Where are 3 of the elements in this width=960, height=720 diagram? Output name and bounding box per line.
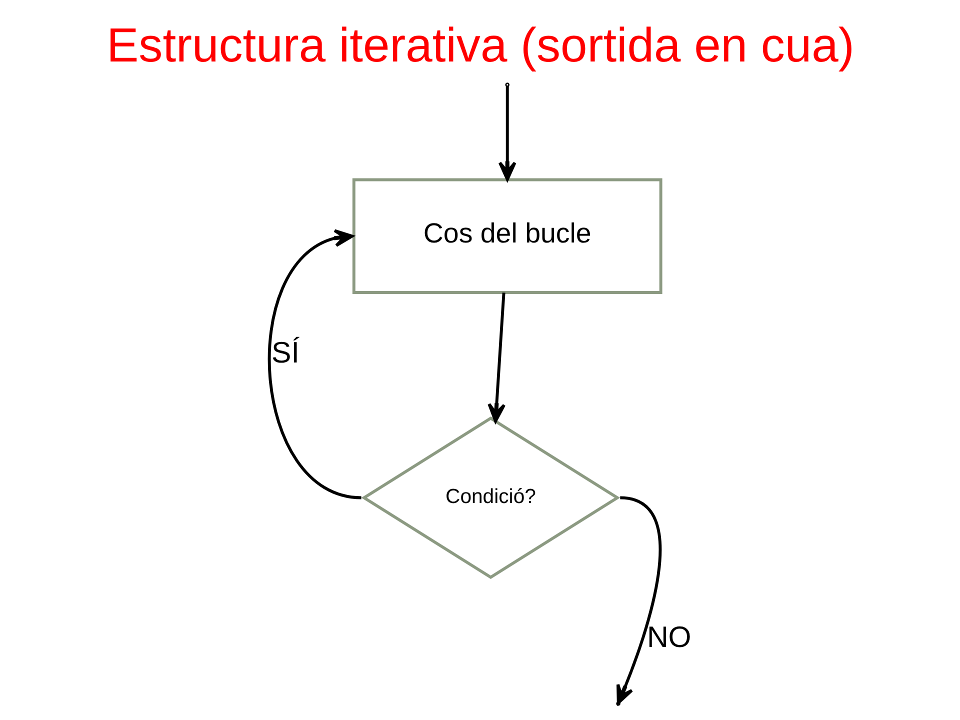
edge-label: SÍ <box>271 336 299 370</box>
diagram-title: Estructura iterativa (sortida en cua) <box>106 18 854 73</box>
edge-label: NO <box>646 621 691 654</box>
